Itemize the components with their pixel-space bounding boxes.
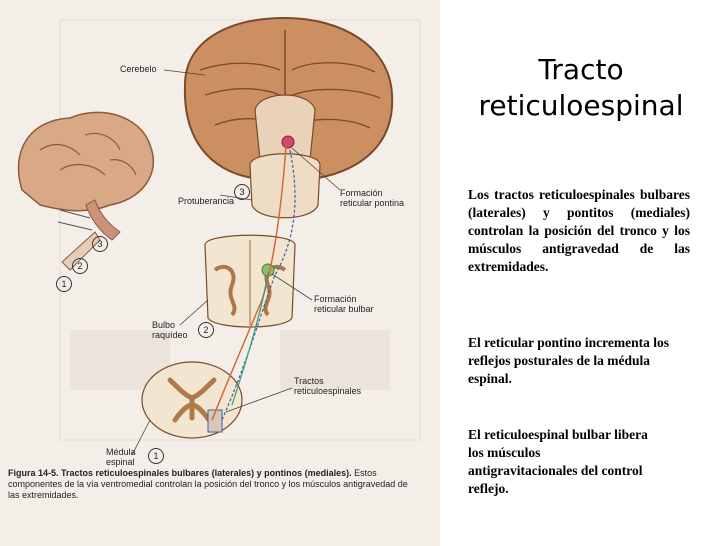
caption-id: Figura 14-5. bbox=[8, 468, 59, 478]
caption-text: Estos componentes de la vía ventromedial… bbox=[8, 468, 408, 500]
number-2-medulla: 2 bbox=[198, 322, 214, 338]
spinal-cord-section-illustration bbox=[141, 361, 243, 439]
number-3-sagittal: 3 bbox=[92, 236, 108, 252]
paragraph-2: El reticular pontino incrementa los refl… bbox=[468, 335, 669, 386]
number-2-sagittal: 2 bbox=[72, 258, 88, 274]
number-3-pons: 3 bbox=[234, 184, 250, 200]
number-1-spinal: 1 bbox=[148, 448, 164, 464]
figure-caption: Figura 14-5. Tractos reticuloespinales b… bbox=[8, 468, 418, 501]
label-protuberancia: Protuberancia bbox=[178, 196, 235, 206]
figure-panel: Cerebelo Protuberancia Formación reticul… bbox=[0, 0, 440, 546]
cerebellum-illustration bbox=[183, 16, 394, 182]
sagittal-brain-illustration bbox=[17, 111, 155, 271]
label-formacion-reticular-pontina: Formación reticular pontina bbox=[340, 188, 405, 208]
pons-section-illustration bbox=[249, 135, 321, 219]
number-1-sagittal: 1 bbox=[56, 276, 72, 292]
reticulospinal-tracts bbox=[211, 145, 296, 421]
leader-lines bbox=[131, 69, 341, 456]
label-cerebelo: Cerebelo bbox=[120, 64, 157, 74]
label-medula-espinal: Médula espinal bbox=[106, 447, 136, 467]
paragraph-3: El reticuloespinal bulbar libera los mús… bbox=[468, 427, 648, 496]
paragraph-1: Los tractos reticuloespinales bulbares (… bbox=[468, 187, 690, 274]
medulla-section-illustration bbox=[204, 234, 296, 328]
caption-title: Tractos reticuloespinales bulbares (late… bbox=[61, 468, 352, 478]
label-formacion-reticular-bulbar: Formación reticular bulbar bbox=[314, 294, 374, 314]
slide-title: Tracto reticuloespinal bbox=[478, 53, 684, 122]
label-bulbo-raquideo: Bulbo raquídeo bbox=[152, 320, 188, 340]
figure-illustration bbox=[17, 16, 421, 456]
label-tractos-reticuloespinales: Tractos reticuloespinales bbox=[294, 376, 362, 396]
